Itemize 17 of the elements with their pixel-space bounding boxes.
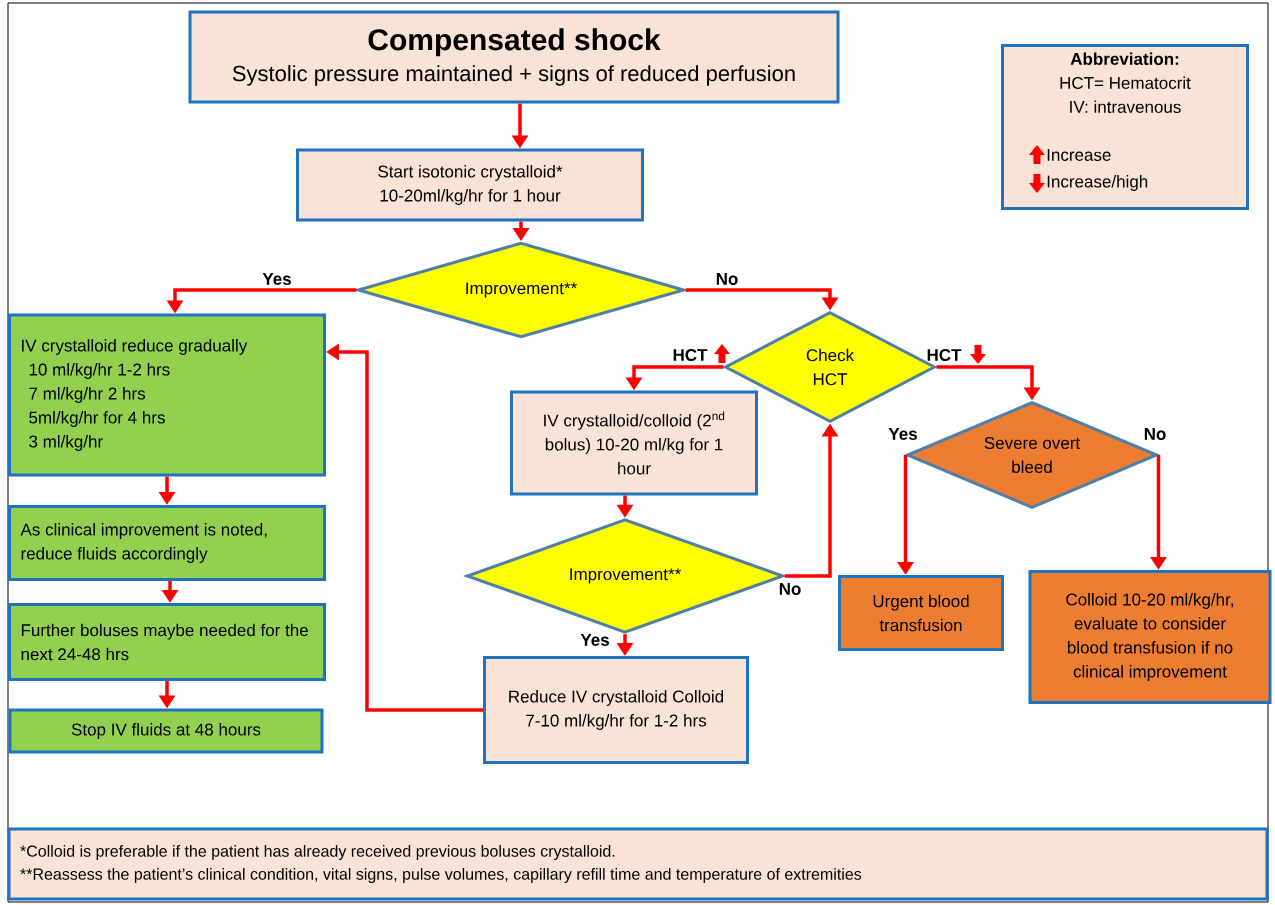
process-box: Further boluses maybe needed for the next 24-48 hrs [8,603,326,681]
process-box: Reduce IV crystalloid Colloid 7-10 ml/kg/hr for 1-2 hrs [483,656,749,764]
process-box: IV crystalloid reduce gradually 10 ml/kg/hr 1-2 hrs 7 ml/kg/hr 2 hrs 5ml/kg/hr for 4 hrs 3 ml/kg/hr [8,313,326,477]
process-box: As clinical improvement is noted, reduce fluids accordingly [8,505,326,581]
process-box: *Colloid is preferable if the patient has already received previous boluses crystalloid. **Reassess the patient’s clinical condition, vital signs, pulse volumes, capillary refill time and temperature of extremities [7,827,1269,901]
edge-label: Yes [262,273,291,285]
legend-text: Increase [1047,149,1111,161]
edge-label: No [716,273,738,285]
edge-label: HCT [673,349,708,361]
process-box: Stop IV fluids at 48 hours [8,708,324,754]
process-box: Colloid 10-20 ml/kg/hr, evaluate to consider blood transfusion if no clinical improvement [1028,570,1272,704]
process-box: IV crystalloid/colloid (2$^{nd}$ bolus) 10-20 ml/kg for 1 hour [510,390,758,496]
process-box: Compensated shock Systolic pressure maintained + signs of reduced perfusion [188,10,840,104]
edge-label: Yes [580,634,609,646]
process-box: Start isotonic crystalloid* 10-20ml/kg/hr for 1 hour [296,148,644,222]
legend-text: Increase/high [1047,175,1148,191]
process-box: Urgent blood transfusion [838,575,1004,651]
